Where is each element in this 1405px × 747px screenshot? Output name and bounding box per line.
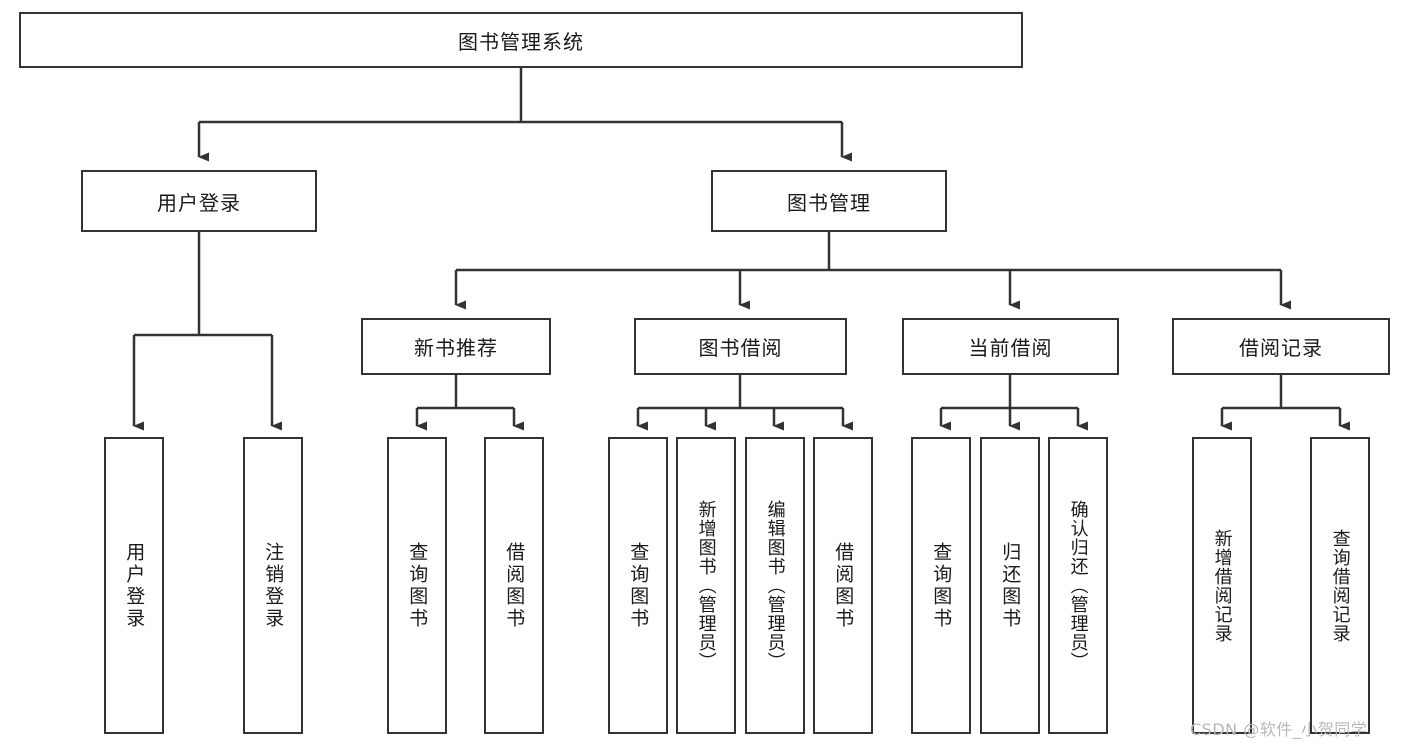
leaf-return-book[interactable]: 归还图书 [980, 437, 1040, 734]
node-label: 注销登录 [262, 541, 285, 630]
node-label: 新增图书（管理员） [695, 500, 717, 671]
leaf-query-book-recommend[interactable]: 查询图书 [387, 437, 447, 734]
node-label: 新书推荐 [414, 336, 498, 360]
leaf-logout-login[interactable]: 注销登录 [243, 437, 303, 734]
node-label: 图书借阅 [698, 336, 783, 360]
leaf-user-login[interactable]: 用户登录 [104, 437, 164, 734]
leaf-query-book-borrow[interactable]: 查询图书 [608, 437, 668, 734]
node-label: 借阅图书 [503, 541, 526, 630]
node-book-management[interactable]: 图书管理 [711, 170, 947, 232]
node-user-login[interactable]: 用户登录 [81, 170, 317, 232]
node-label: 图书管理 [787, 190, 871, 215]
leaf-borrow-book-recommend[interactable]: 借阅图书 [484, 437, 544, 734]
node-label: 图书管理系统 [458, 29, 584, 54]
node-new-book-recommend[interactable]: 新书推荐 [361, 318, 551, 375]
node-label: 用户登录 [157, 190, 241, 215]
watermark-text: CSDN @软件_小贺同学 [1190, 720, 1368, 739]
leaf-borrow-book-borrow[interactable]: 借阅图书 [813, 437, 873, 734]
node-label: 借阅图书 [832, 541, 855, 630]
node-label: 查询借阅记录 [1329, 528, 1351, 643]
node-label: 确认归还（管理员） [1067, 500, 1089, 671]
node-label: 新增借阅记录 [1211, 528, 1233, 643]
node-borrow-record[interactable]: 借阅记录 [1172, 318, 1390, 375]
node-label: 用户登录 [123, 541, 146, 630]
node-label: 编辑图书（管理员） [764, 500, 786, 671]
node-label: 查询图书 [406, 541, 429, 630]
leaf-add-book-admin[interactable]: 新增图书（管理员） [676, 437, 736, 734]
node-label: 借阅记录 [1239, 336, 1323, 360]
node-root-book-management-system[interactable]: 图书管理系统 [19, 12, 1023, 68]
node-label: 当前借阅 [968, 336, 1053, 360]
leaf-confirm-return-admin[interactable]: 确认归还（管理员） [1048, 437, 1108, 734]
node-current-borrow[interactable]: 当前借阅 [902, 318, 1119, 375]
node-book-borrow[interactable]: 图书借阅 [634, 318, 847, 375]
node-label: 归还图书 [999, 541, 1022, 630]
leaf-add-borrow-record[interactable]: 新增借阅记录 [1192, 437, 1252, 734]
node-label: 查询图书 [930, 541, 953, 630]
leaf-query-book-current[interactable]: 查询图书 [911, 437, 971, 734]
leaf-query-borrow-record[interactable]: 查询借阅记录 [1310, 437, 1370, 734]
leaf-edit-book-admin[interactable]: 编辑图书（管理员） [745, 437, 805, 734]
node-label: 查询图书 [627, 541, 650, 630]
